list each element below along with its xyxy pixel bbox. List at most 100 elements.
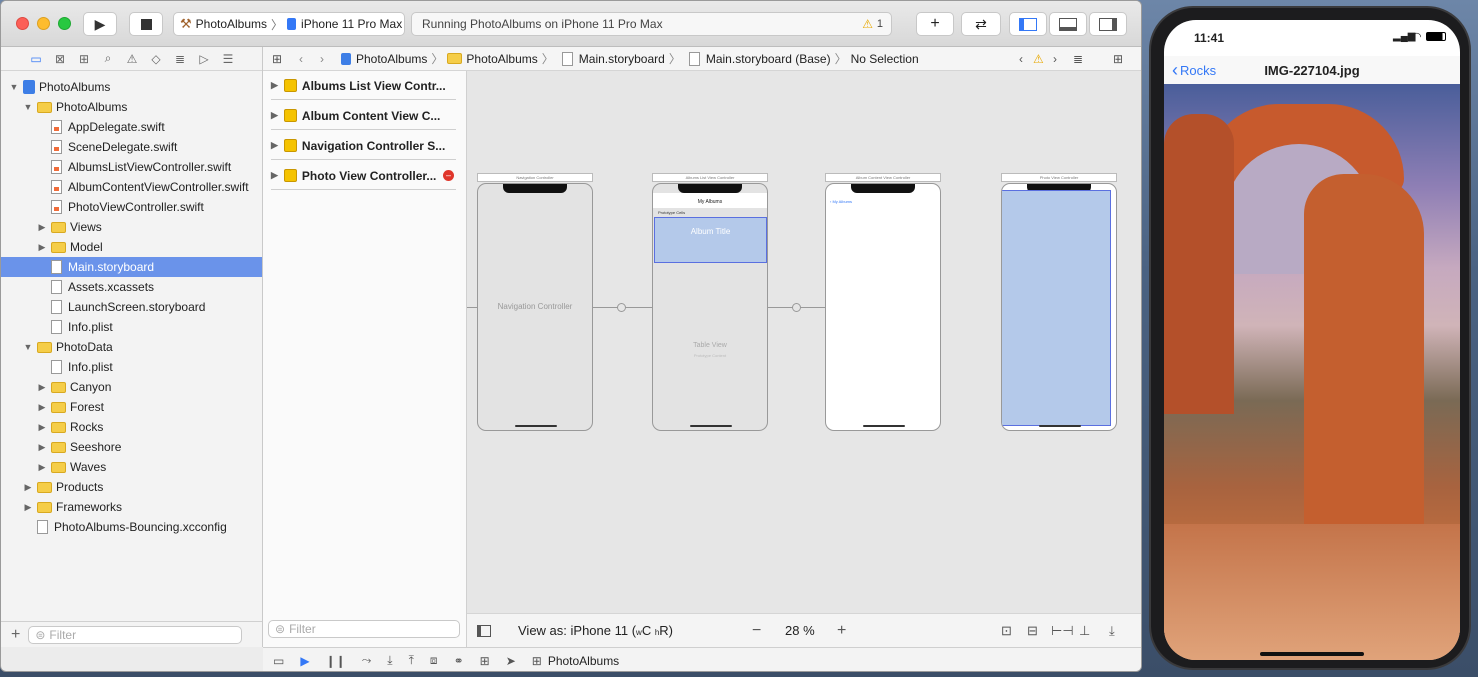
navigator-item[interactable]: ▼PhotoAlbums xyxy=(1,77,262,97)
photo-view-scene[interactable] xyxy=(1001,183,1117,431)
crumb-group[interactable]: PhotoAlbums xyxy=(466,51,538,66)
debug-nav-icon[interactable]: ≣ xyxy=(174,51,186,66)
memory-graph-icon[interactable]: ⚭ xyxy=(453,653,464,668)
disclosure-open-icon[interactable]: ▼ xyxy=(23,342,33,352)
navigator-filter-input[interactable]: ⊜ Filter xyxy=(28,625,243,644)
crumb-project[interactable]: PhotoAlbums xyxy=(356,51,428,66)
add-editor-icon[interactable]: ⊞ xyxy=(1113,51,1124,66)
segue-icon[interactable] xyxy=(617,303,626,312)
environment-icon[interactable]: ⊞ xyxy=(479,653,490,668)
minimize-window-button[interactable] xyxy=(37,17,50,30)
view-debugger-icon[interactable]: ⧈ xyxy=(429,653,438,667)
close-window-button[interactable] xyxy=(16,17,29,30)
issue-icon[interactable]: ⚠ xyxy=(126,51,138,66)
test-icon[interactable]: ◇ xyxy=(151,51,161,66)
disclosure-closed-icon[interactable]: ▶ xyxy=(24,501,32,512)
debug-target[interactable]: PhotoAlbums xyxy=(547,653,620,668)
navigator-item[interactable]: PhotoViewController.swift xyxy=(1,197,262,217)
disclosure-closed-icon[interactable]: ▶ xyxy=(38,381,46,392)
navigator-item[interactable]: Assets.xcassets xyxy=(1,277,262,297)
navigator-item[interactable]: ▶Canyon xyxy=(1,377,262,397)
resolve-issues-icon[interactable]: ⊥ xyxy=(1079,622,1091,638)
storyboard-canvas[interactable]: Navigation Controller Albums List View C… xyxy=(467,71,1141,613)
outline-scene-item[interactable]: ▶Navigation Controller S... xyxy=(271,132,456,160)
report-icon[interactable]: ☰ xyxy=(222,51,234,66)
pause-icon[interactable]: ❙❙ xyxy=(325,653,346,668)
add-icon[interactable]: + xyxy=(11,625,21,643)
view-as-label[interactable]: View as: iPhone 11 (wC hR) xyxy=(518,623,673,638)
disclosure-closed-icon[interactable]: ▶ xyxy=(38,441,46,452)
navigator-item[interactable]: AlbumContentViewController.swift xyxy=(1,177,262,197)
navigator-item[interactable]: ▶Rocks xyxy=(1,417,262,437)
hide-debug-icon[interactable]: ▭ xyxy=(273,653,285,668)
navigator-item[interactable]: AppDelegate.swift xyxy=(1,117,262,137)
navigator-item[interactable]: Main.storyboard xyxy=(1,257,262,277)
navigator-item[interactable]: Info.plist xyxy=(1,317,262,337)
toggle-navigator-button[interactable] xyxy=(1009,12,1047,36)
disclosure-closed-icon[interactable]: ▶ xyxy=(271,170,278,180)
breakpoint-icon[interactable]: ▷ xyxy=(199,51,209,66)
toggle-inspector-button[interactable] xyxy=(1089,12,1127,36)
navigator-item[interactable]: AlbumsListViewController.swift xyxy=(1,157,262,177)
source-control-icon[interactable]: ⊠ xyxy=(54,51,66,66)
disclosure-closed-icon[interactable]: ▶ xyxy=(38,421,46,432)
activity-viewer[interactable]: Running PhotoAlbums on iPhone 11 Pro Max… xyxy=(411,12,892,36)
back-button[interactable]: ‹ Rocks xyxy=(1172,60,1216,81)
disclosure-closed-icon[interactable]: ▶ xyxy=(24,481,32,492)
warning-icon[interactable]: ⚠ xyxy=(862,17,873,31)
step-into-icon[interactable]: ⤓ xyxy=(387,653,393,667)
album-content-scene[interactable]: ‹ My Albums xyxy=(825,183,941,431)
toggle-debug-button[interactable] xyxy=(1049,12,1087,36)
step-out-icon[interactable]: ⤒ xyxy=(408,653,414,667)
navigator-item[interactable]: PhotoAlbums-Bouncing.xcconfig xyxy=(1,517,262,537)
embed-in-icon[interactable]: ⤓ xyxy=(1109,622,1115,638)
navigator-item[interactable]: ▶Forest xyxy=(1,397,262,417)
disclosure-closed-icon[interactable]: ▶ xyxy=(271,110,278,120)
navigator-item[interactable]: ▼PhotoAlbums xyxy=(1,97,262,117)
navigation-controller-scene[interactable]: Navigation Controller xyxy=(477,183,593,431)
navigator-item[interactable]: SceneDelegate.swift xyxy=(1,137,262,157)
prev-issue-icon[interactable]: ‹ xyxy=(1019,51,1023,66)
add-constraints-icon[interactable]: ⊢⊣ xyxy=(1051,622,1074,638)
library-button[interactable]: + xyxy=(916,12,954,36)
align-icon[interactable]: ⊟ xyxy=(1027,622,1038,638)
run-button[interactable]: ▶ xyxy=(83,12,117,36)
error-icon[interactable]: – xyxy=(443,170,454,181)
navigator-item[interactable]: Info.plist xyxy=(1,357,262,377)
search-icon[interactable]: ⌕ xyxy=(104,51,112,65)
navigator-item[interactable]: LaunchScreen.storyboard xyxy=(1,297,262,317)
prototype-cell[interactable]: Album Title xyxy=(654,217,767,263)
scheme-selector[interactable]: ⚒ PhotoAlbums 〉 iPhone 11 Pro Max xyxy=(173,12,405,36)
disclosure-closed-icon[interactable]: ▶ xyxy=(38,461,46,472)
navigator-item[interactable]: ▶Model xyxy=(1,237,262,257)
location-icon[interactable]: ➤ xyxy=(505,653,516,668)
outline-scene-item[interactable]: ▶Photo View Controller... xyxy=(271,162,456,190)
disclosure-open-icon[interactable]: ▼ xyxy=(23,102,33,112)
navigator-item[interactable]: ▶Waves xyxy=(1,457,262,477)
crumb-localization[interactable]: Main.storyboard (Base) xyxy=(705,51,831,66)
disclosure-closed-icon[interactable]: ▶ xyxy=(271,80,278,90)
code-review-button[interactable]: ⇄ xyxy=(961,12,1001,36)
update-frames-icon[interactable]: ⊡ xyxy=(1001,622,1012,638)
zoom-out-icon[interactable]: − xyxy=(752,621,762,639)
image-view[interactable] xyxy=(1002,190,1111,426)
disclosure-closed-icon[interactable]: ▶ xyxy=(38,221,46,232)
crumb-selection[interactable]: No Selection xyxy=(850,51,919,66)
back-icon[interactable]: ‹ xyxy=(299,51,303,66)
warning-icon[interactable]: ⚠ xyxy=(1033,51,1044,66)
editor-options-icon[interactable]: ≣ xyxy=(1073,51,1084,66)
disclosure-closed-icon[interactable]: ▶ xyxy=(271,140,278,150)
zoom-in-icon[interactable]: + xyxy=(837,621,847,639)
disclosure-closed-icon[interactable]: ▶ xyxy=(38,241,46,252)
segue-icon[interactable] xyxy=(792,303,801,312)
zoom-window-button[interactable] xyxy=(58,17,71,30)
forward-icon[interactable]: › xyxy=(320,51,324,66)
navigator-item[interactable]: ▼PhotoData xyxy=(1,337,262,357)
outline-scene-item[interactable]: ▶Album Content View C... xyxy=(271,102,456,130)
symbol-icon[interactable]: ⊞ xyxy=(78,51,90,66)
navigator-item[interactable]: ▶Products xyxy=(1,477,262,497)
disclosure-closed-icon[interactable]: ▶ xyxy=(38,401,46,412)
navigator-item[interactable]: ▶Seeshore xyxy=(1,437,262,457)
step-over-icon[interactable]: ⤳ xyxy=(361,653,372,667)
outline-scene-item[interactable]: ▶Albums List View Contr... xyxy=(271,72,456,100)
